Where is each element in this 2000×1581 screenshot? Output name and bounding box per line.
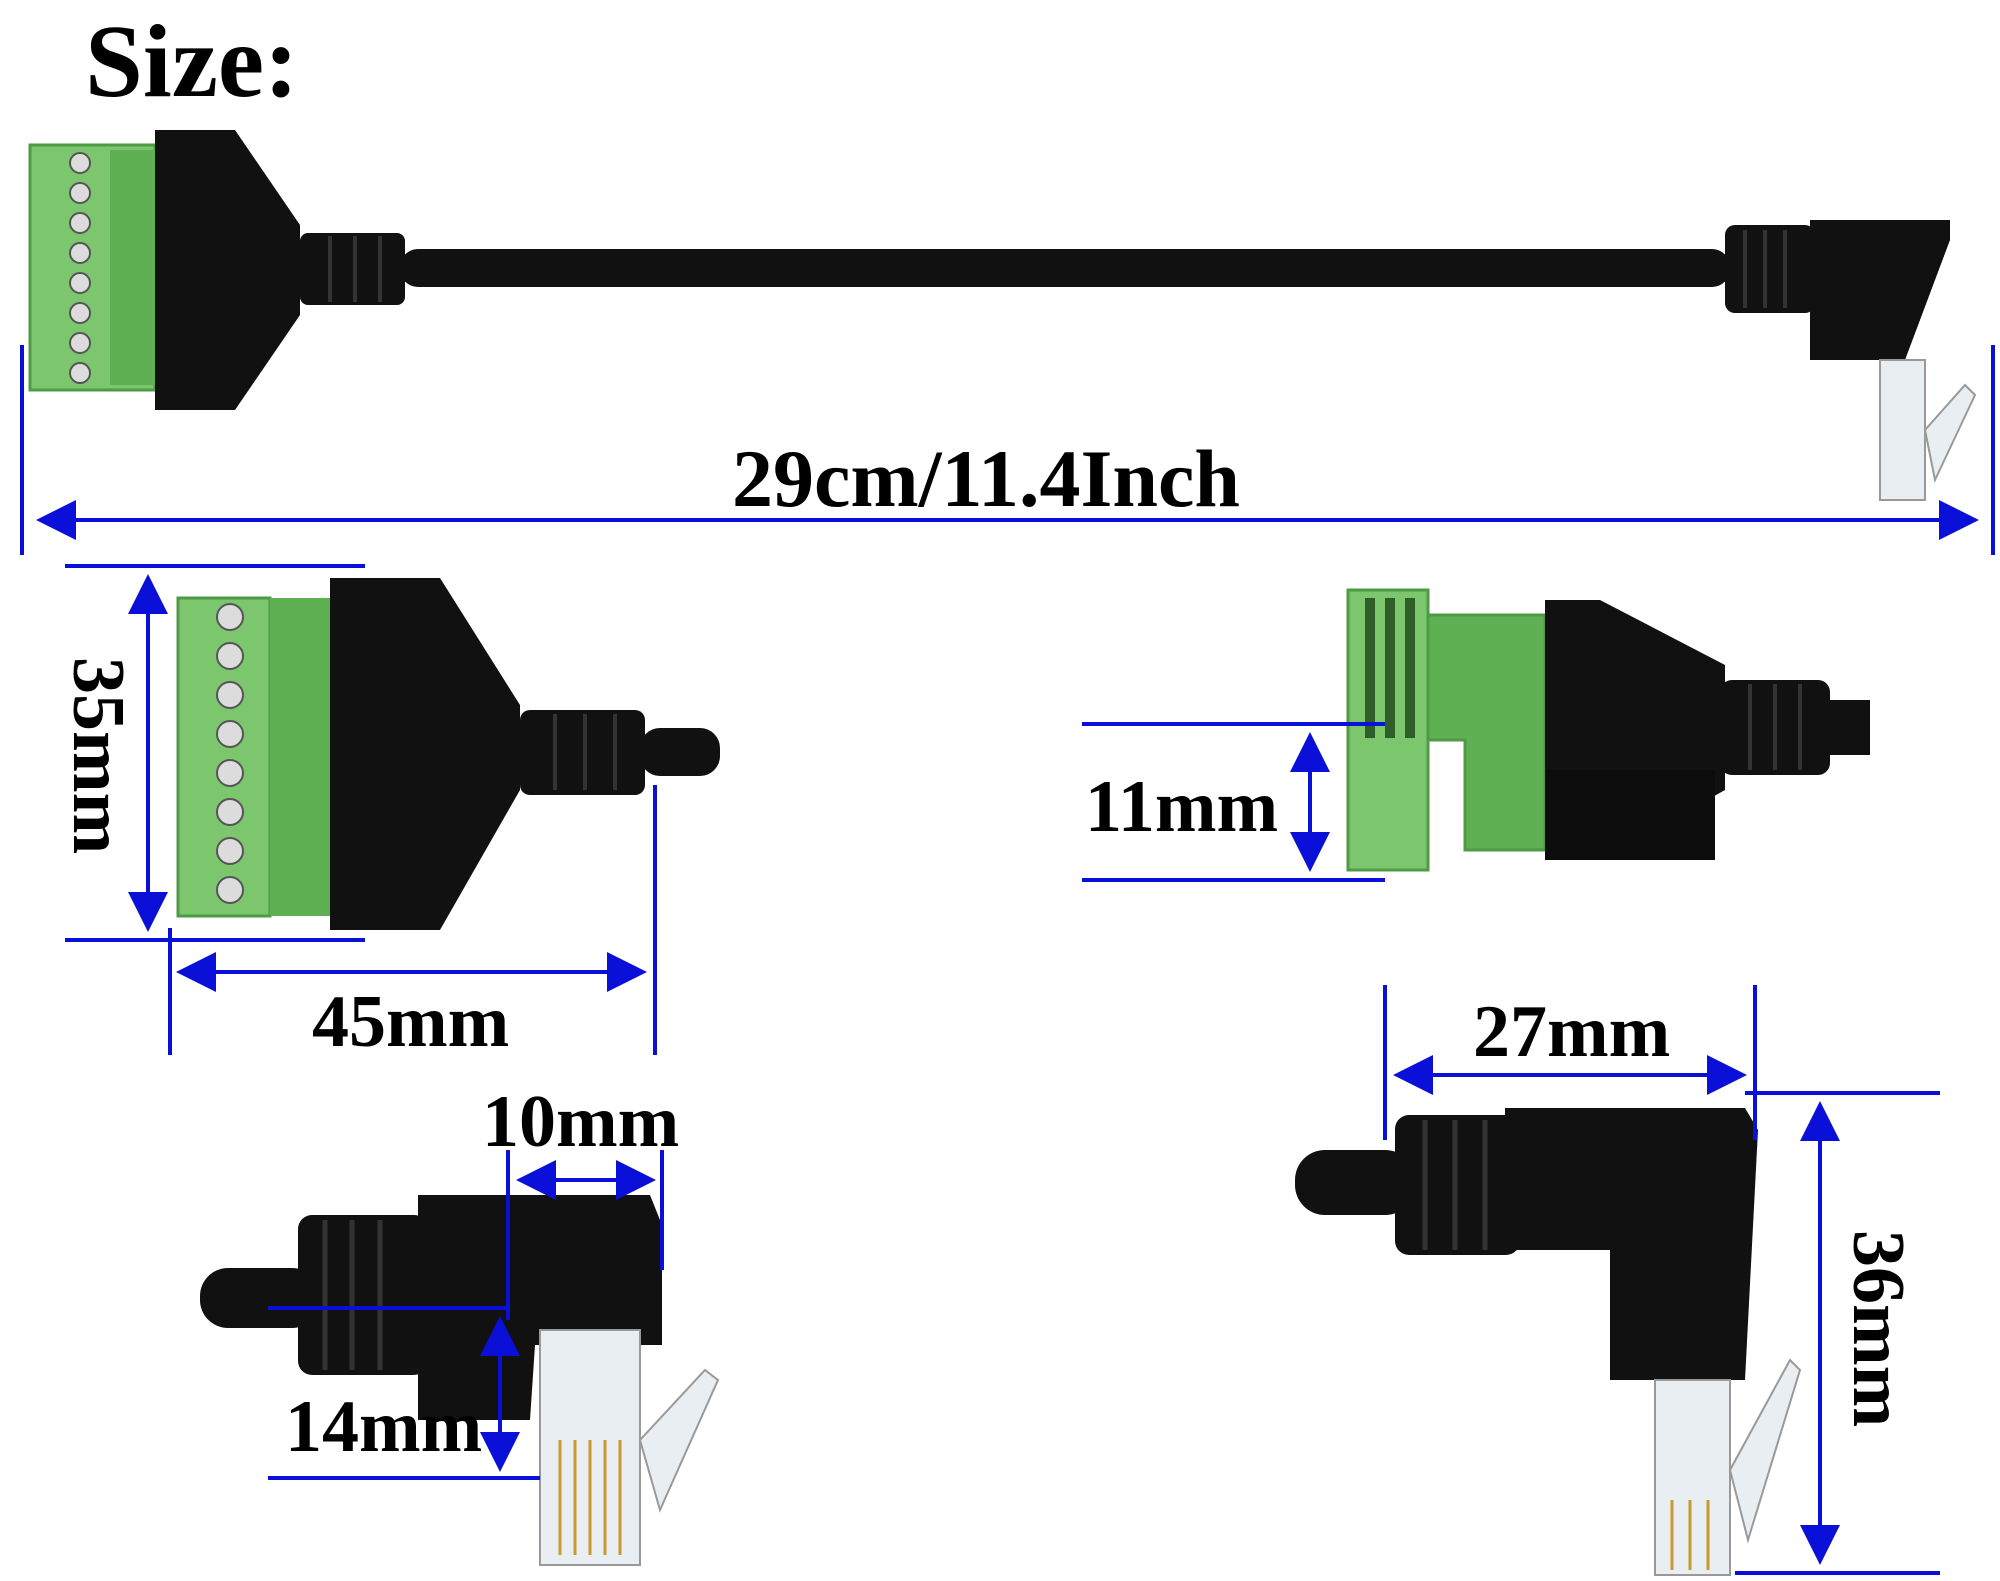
page-title: Size: <box>85 4 299 119</box>
length-label: 29cm/11.4Inch <box>732 433 1240 524</box>
full-cable-illustration <box>28 130 1977 501</box>
width-27-label: 27mm <box>1473 991 1671 1073</box>
terminal-block-side-view <box>1346 588 1870 872</box>
height-11-label: 11mm <box>1085 766 1279 848</box>
height-36-label: 36mm <box>1837 1230 1919 1428</box>
height-35-label: 35mm <box>57 657 139 855</box>
rj45-right-angle-view <box>1295 1108 1802 1576</box>
height-14-label: 14mm <box>285 1386 483 1468</box>
terminal-block-front-view <box>176 578 720 930</box>
width-10-label: 10mm <box>482 1081 680 1163</box>
width-45-label: 45mm <box>312 981 510 1063</box>
rj45-side-view <box>200 1195 720 1566</box>
